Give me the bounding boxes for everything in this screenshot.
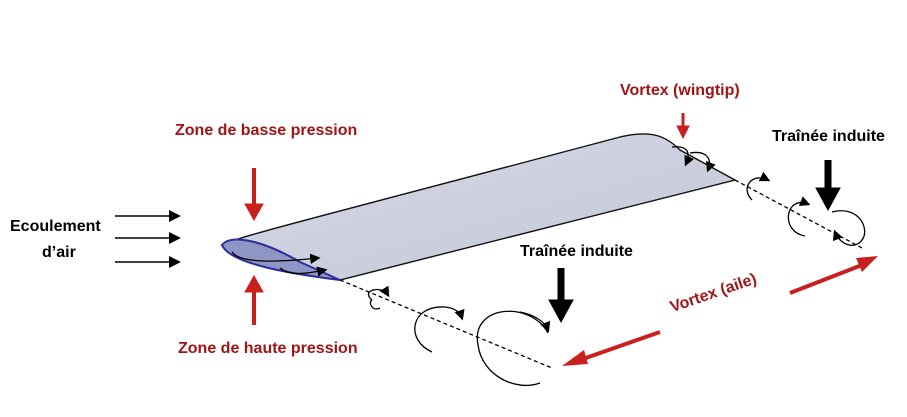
wing-flow-arrows [231, 146, 716, 277]
vortex-trail-wing [339, 279, 553, 387]
induced-drag-label-1: Traînée induite [520, 243, 633, 260]
wing [220, 133, 737, 281]
airflow-label-line2: d’air [42, 244, 76, 261]
airflow-arrows [115, 210, 181, 268]
vortex-wing-arrow [579, 263, 863, 362]
high-pressure-label: Zone de haute pression [178, 340, 358, 357]
vortex-trail-wingtip [734, 171, 866, 249]
airfoil-section [220, 238, 341, 281]
pressure-arrows [244, 113, 690, 325]
airflow-label-line1: Ecoulement [10, 218, 101, 235]
low-pressure-label: Zone de basse pression [175, 122, 358, 139]
induced-drag-label-2: Traînée induite [772, 128, 885, 145]
induced-drag-arrows [548, 160, 841, 324]
vortex-wingtip-label: Vortex (wingtip) [620, 82, 740, 99]
